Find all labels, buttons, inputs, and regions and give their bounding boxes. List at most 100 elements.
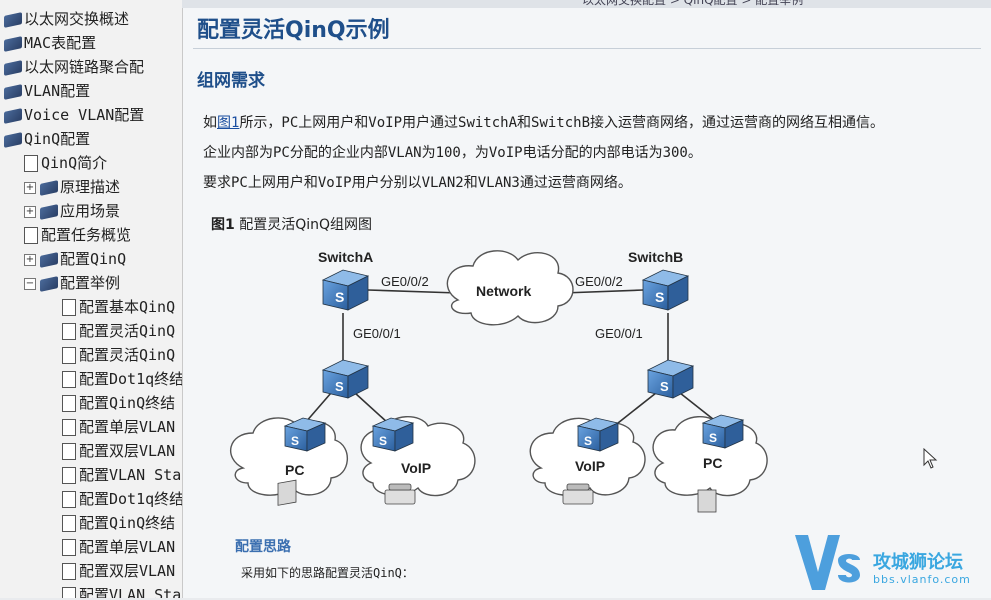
collapse-icon[interactable]: − <box>24 277 36 290</box>
sidebar-item[interactable]: 配置VLAN Stacking <box>62 584 182 598</box>
sidebar-item[interactable]: VLAN配置 <box>4 80 90 102</box>
sidebar-item[interactable]: 配置单层VLAN <box>62 416 175 438</box>
port-a-down-label: GE0/0/1 <box>353 326 401 341</box>
switch-voip-right-icon: S <box>576 417 620 452</box>
phone-right-icon <box>562 483 594 505</box>
expand-icon[interactable]: + <box>24 205 36 218</box>
figure-link[interactable]: 图1 <box>217 115 240 131</box>
svg-text:S: S <box>584 434 592 448</box>
sidebar-item-label: 配置双层VLAN <box>79 562 176 580</box>
book-icon <box>40 251 58 268</box>
sidebar-item-label: 以太网链路聚合配 <box>24 58 145 76</box>
page-icon <box>62 539 76 556</box>
page-icon <box>62 347 76 364</box>
switch-voip-left-icon: S <box>371 417 415 452</box>
sidebar-item-label: 应用场景 <box>60 202 121 220</box>
subsection-title: 配置思路 <box>235 539 291 555</box>
sidebar-item[interactable]: 配置QinQ终结 <box>62 512 175 534</box>
figure-caption: 图1 配置灵活QinQ组网图 <box>211 214 372 234</box>
page-icon <box>62 371 76 388</box>
sidebar-item[interactable]: +配置QinQ <box>24 248 126 270</box>
sidebar-item[interactable]: 配置双层VLAN <box>62 560 175 582</box>
sidebar-item-label: 配置QinQ终结 <box>79 394 176 412</box>
network-cloud <box>446 250 574 326</box>
sidebar-item-label: MAC表配置 <box>24 34 97 52</box>
paragraph-2: 企业内部为PC分配的企业内部VLAN为100，为VoIP电话分配的内部电话为30… <box>203 145 702 161</box>
breadcrumb-text: 以太网交换配置 > QinQ配置 > 配置举例 <box>582 0 804 7</box>
figure-label: 图1 <box>211 217 235 233</box>
page-icon <box>24 227 38 244</box>
switch-b-icon: S <box>641 269 690 311</box>
paragraph-3: 要求PC上网用户和VoIP用户分别以VLAN2和VLAN3通过运营商网络。 <box>203 175 632 191</box>
sidebar-item[interactable]: −配置举例 <box>24 272 120 294</box>
sidebar-item-label: 配置基本QinQ <box>79 298 176 316</box>
book-icon <box>4 131 22 148</box>
sidebar-item[interactable]: 配置双层VLAN <box>62 440 175 462</box>
sidebar-item-label: 配置Dot1q终结 <box>79 490 183 508</box>
network-label: Network <box>476 283 531 299</box>
page-icon <box>62 419 76 436</box>
svg-text:S: S <box>291 434 299 448</box>
sidebar-item-label: Voice VLAN配置 <box>24 106 145 124</box>
sidebar-item[interactable]: 配置灵活QinQ <box>62 320 175 342</box>
svg-text:S: S <box>655 289 664 305</box>
sidebar-item[interactable]: 配置灵活QinQ <box>62 344 175 366</box>
sidebar-item[interactable]: 配置Dot1q终结 <box>62 488 183 510</box>
page-icon <box>62 299 76 316</box>
sidebar-item[interactable]: + 原理描述 <box>24 176 120 198</box>
page-icon <box>62 515 76 532</box>
sidebar-item[interactable]: 以太网交换概述 <box>4 8 129 30</box>
book-icon <box>4 11 22 28</box>
sidebar-item-label: 配置单层VLAN <box>79 538 176 556</box>
switch-a-icon: S <box>321 269 370 311</box>
pc-left-label: PC <box>285 462 304 478</box>
sidebar-item[interactable]: 配置VLAN Stacking <box>62 464 182 486</box>
network-diagram: S S S S S S <box>230 249 768 513</box>
sidebar-item[interactable]: 配置QinQ终结 <box>62 392 175 414</box>
page-icon <box>62 491 76 508</box>
pc-right-label: PC <box>703 455 722 471</box>
page-icon <box>62 563 76 580</box>
book-icon <box>4 59 22 76</box>
expand-icon[interactable]: + <box>24 181 36 194</box>
sidebar-item-label: 原理描述 <box>60 178 121 196</box>
figure-caption-text: 配置灵活QinQ组网图 <box>239 217 373 233</box>
sidebar-item[interactable]: QinQ配置 <box>4 128 90 150</box>
sidebar-item-label: 配置Dot1q终结 <box>79 370 183 388</box>
section-title: 组网需求 <box>197 71 265 91</box>
sidebar-item[interactable]: MAC表配置 <box>4 32 96 54</box>
sidebar-item-label: 配置任务概览 <box>41 226 132 244</box>
phone-left-icon <box>384 483 416 505</box>
mouse-cursor-icon <box>923 448 938 469</box>
sidebar-item-label: QinQ配置 <box>24 130 91 148</box>
sidebar-item[interactable]: QinQ简介 <box>24 152 107 174</box>
watermark-subtitle: bbs.vlanfo.com <box>873 573 971 586</box>
svg-text:S: S <box>379 434 387 448</box>
voip-left-label: VoIP <box>401 460 431 476</box>
sidebar-item[interactable]: 配置单层VLAN <box>62 536 175 558</box>
page-icon <box>62 323 76 340</box>
sidebar-item[interactable]: + 应用场景 <box>24 200 120 222</box>
book-icon <box>40 179 58 196</box>
svg-text:S: S <box>335 379 344 394</box>
book-icon <box>4 35 22 52</box>
paragraph-1: 如图1所示，PC上网用户和VoIP用户通过SwitchA和SwitchB接入运营… <box>203 112 884 132</box>
svg-text:S: S <box>709 431 717 445</box>
sidebar-item-label: 配置灵活QinQ <box>79 322 176 340</box>
page-icon <box>24 155 38 172</box>
switch-a-label: SwitchA <box>318 249 373 265</box>
page-icon <box>62 587 76 598</box>
sidebar-item[interactable]: 配置基本QinQ <box>62 296 175 318</box>
voip-right-label: VoIP <box>575 458 605 474</box>
expand-icon[interactable]: + <box>24 253 36 266</box>
page-icon <box>62 395 76 412</box>
switch-b-access-icon: S <box>646 359 695 399</box>
sidebar-item[interactable]: 以太网链路聚合配 <box>4 56 144 78</box>
sidebar-item[interactable]: 配置Dot1q终结 <box>62 368 183 390</box>
para1-prefix: 如 <box>203 115 217 131</box>
port-a-up-label: GE0/0/2 <box>381 274 429 289</box>
sidebar-item-label: 以太网交换概述 <box>24 10 130 28</box>
sidebar-item[interactable]: 配置任务概览 <box>24 224 131 246</box>
sidebar-item[interactable]: Voice VLAN配置 <box>4 104 144 126</box>
svg-text:S: S <box>335 289 344 305</box>
